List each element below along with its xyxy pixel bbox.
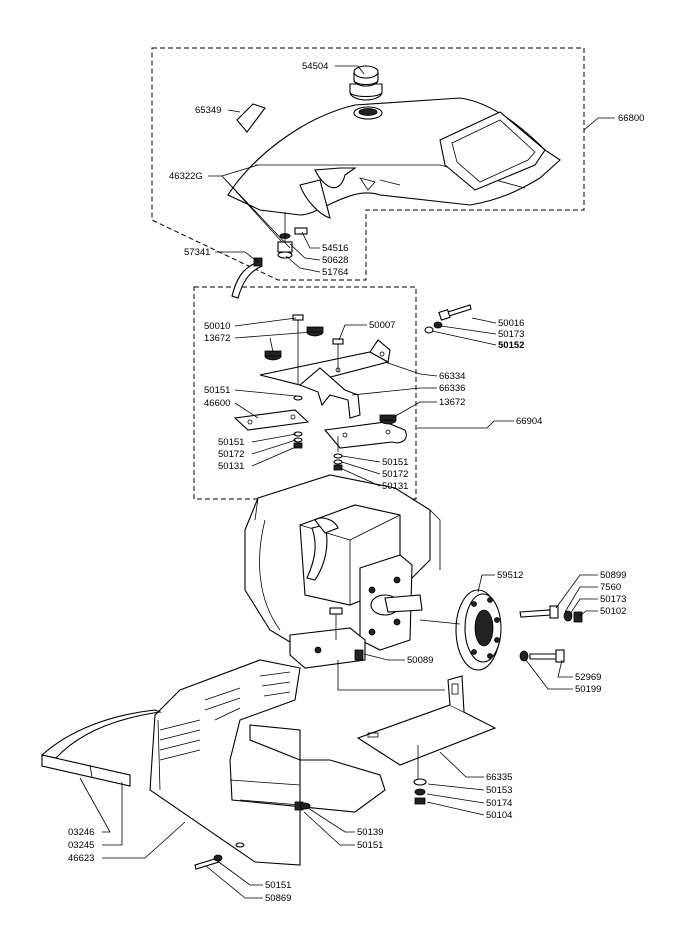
label-50016: 50016 (498, 318, 524, 329)
label-50151-d: 50151 (357, 840, 383, 851)
fuel-cap (349, 65, 383, 101)
label-50173-top: 50173 (498, 329, 524, 340)
label-59512: 59512 (497, 570, 523, 581)
label-65349: 65349 (195, 105, 221, 116)
label-50089: 50089 (407, 655, 433, 666)
bolt-50016 (424, 304, 472, 334)
bracket-66334 (259, 339, 391, 419)
leader-lines (79, 65, 615, 899)
label-57341: 57341 (184, 247, 210, 258)
fuel-line (231, 257, 263, 299)
belt-guard-cover-03246 (40, 709, 163, 787)
label-52969: 52969 (575, 672, 601, 683)
label-54516: 54516 (322, 243, 348, 254)
decal (236, 103, 266, 133)
label-50007: 50007 (369, 320, 395, 331)
label-46623: 46623 (68, 853, 94, 864)
label-50174: 50174 (486, 798, 512, 809)
bracket-66336 (323, 421, 407, 449)
label-50152: 50152 (498, 340, 524, 351)
label-66904: 66904 (516, 416, 542, 427)
bracket-46600 (233, 409, 310, 431)
label-50104: 50104 (486, 810, 512, 821)
tank-filler-neck (353, 106, 383, 120)
label-50151-c: 50151 (382, 457, 408, 468)
label-50173-b: 50173 (600, 594, 626, 605)
bracket-hardware (264, 314, 397, 471)
label-50139: 50139 (357, 827, 383, 838)
label-50131-b: 50131 (382, 481, 408, 492)
engine (244, 474, 441, 669)
label-50153: 50153 (486, 785, 512, 796)
fuel-tank (227, 97, 561, 219)
label-54504: 54504 (302, 61, 328, 72)
label-50172-b: 50172 (382, 469, 408, 480)
label-66336: 66336 (439, 383, 465, 394)
label-50199: 50199 (575, 684, 601, 695)
label-50899: 50899 (600, 570, 626, 581)
label-50151-e: 50151 (265, 880, 291, 891)
fuel-valve-parts (277, 212, 308, 259)
shaft-coupler-59512 (455, 589, 502, 671)
label-50131-a: 50131 (218, 461, 244, 472)
label-50628: 50628 (322, 255, 348, 266)
label-7560: 7560 (600, 582, 621, 593)
label-03245: 03245 (68, 840, 94, 851)
label-13672-top: 13672 (204, 333, 230, 344)
label-03246: 03246 (68, 827, 94, 838)
fuel-tank-group-box (151, 47, 585, 281)
base-plate-66335 (337, 660, 497, 805)
lower-shroud-46623 (149, 659, 386, 866)
label-46322g: 46322G (169, 171, 203, 182)
label-50869: 50869 (265, 893, 291, 904)
label-66335: 66335 (486, 772, 512, 783)
label-50010: 50010 (204, 321, 230, 332)
label-50172-a: 50172 (218, 449, 244, 460)
label-13672-bottom: 13672 (439, 397, 465, 408)
label-50151-b: 50151 (218, 437, 244, 448)
label-50102: 50102 (600, 606, 626, 617)
label-51764: 51764 (322, 267, 348, 278)
label-50151-a: 50151 (204, 385, 230, 396)
label-66334: 66334 (439, 371, 465, 382)
part-labels: 54504 65349 66800 46322G 54516 50628 517… (68, 61, 644, 904)
screw-50869 (194, 854, 223, 870)
label-66800: 66800 (618, 113, 644, 124)
label-46600: 46600 (204, 398, 230, 409)
